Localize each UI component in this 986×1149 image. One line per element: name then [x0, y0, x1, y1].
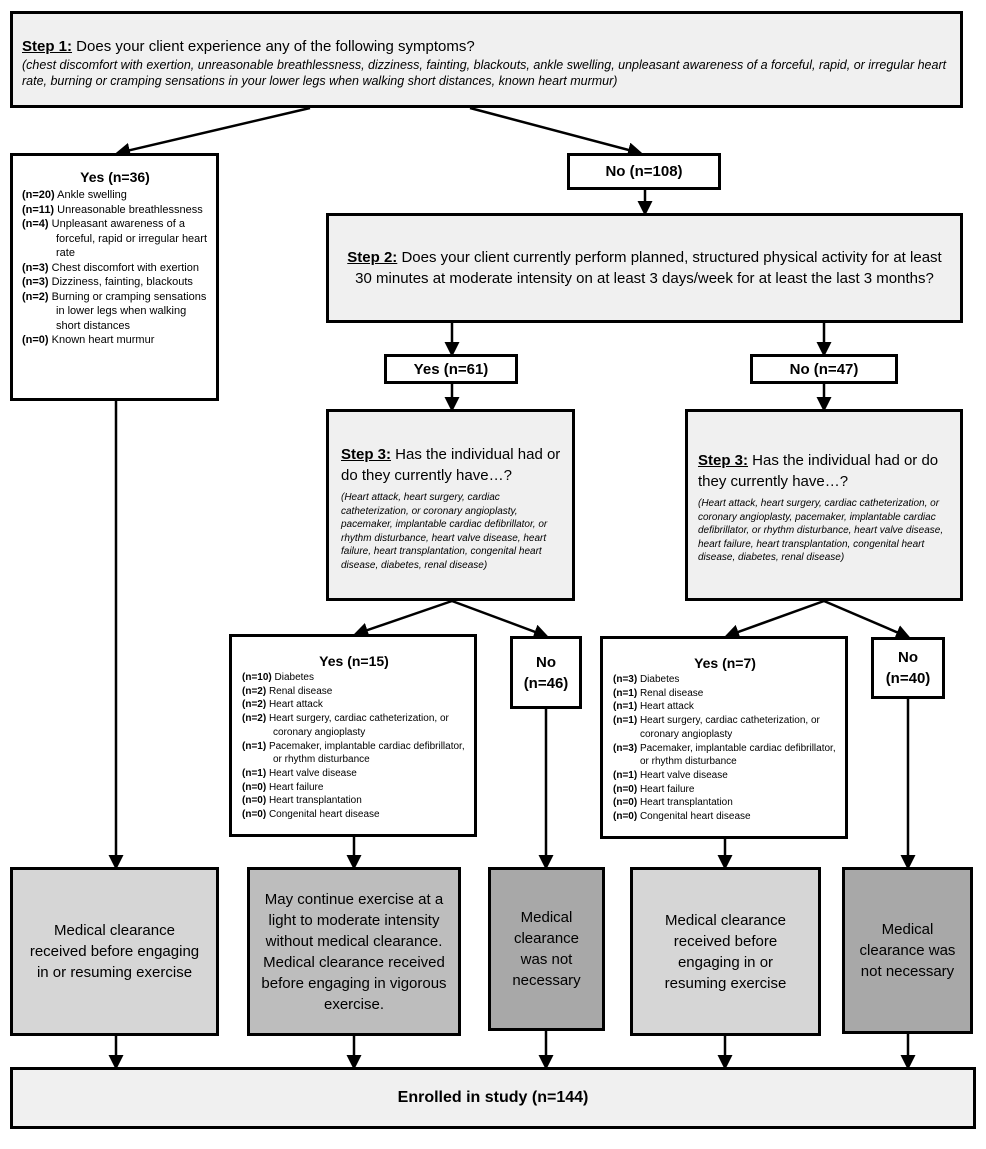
step2-box: Step 2: Does your client currently perfo… [326, 213, 963, 323]
enrolled-box: Enrolled in study (n=144) [10, 1067, 976, 1129]
yes15-title: Yes (n=15) [319, 653, 389, 669]
step3b-label: Step 3: [698, 452, 749, 469]
step3a-label: Step 3: [341, 446, 392, 463]
no40-box: No (n=40) [871, 637, 945, 699]
step2-question-block: Step 2: Does your client currently perfo… [347, 247, 942, 289]
yes7-item: (n=0) Heart transplantation [613, 797, 733, 809]
outcome-not-necessary-box-2: Medical clearance was not necessary [842, 867, 973, 1034]
step3a-question-line: Step 3: Has the individual had or do the… [341, 444, 562, 486]
yes15-item: (n=2) Heart surgery, cardiac catheteriza… [242, 713, 449, 738]
yes15-item: (n=2) Heart attack [242, 699, 323, 711]
yes7-box: Yes (n=7) (n=3) Diabetes (n=1) Renal dis… [600, 636, 848, 839]
no47-box: No (n=47) [750, 354, 898, 384]
arrow-step3b-no [823, 599, 911, 640]
yes61-box: Yes (n=61) [384, 354, 518, 384]
yes15-item: (n=1) Pacemaker, implantable cardiac def… [242, 740, 465, 766]
no47-title: No (n=47) [789, 360, 859, 378]
yes7-item: (n=1) Renal disease [613, 687, 704, 699]
yes36-item: (n=0) Known heart murmur [22, 334, 155, 346]
outcome-not-necessary-text-1: Medical clearance was not necessary [512, 909, 581, 989]
step3a-box: Step 3: Has the individual had or do the… [326, 409, 575, 601]
outcome-not-necessary-text-2: Medical clearance was not necessary [859, 921, 956, 980]
enrolled-title: Enrolled in study (n=144) [397, 1089, 589, 1106]
yes36-item: (n=3) Dizziness, fainting, blackouts [22, 276, 193, 288]
outcome-light-moderate-box: May continue exercise at a light to mode… [247, 867, 461, 1036]
outcome-clearance-box-1: Medical clearance received before engagi… [10, 867, 219, 1036]
yes36-title: Yes (n=36) [80, 169, 150, 185]
step2-question: Does your client currently perform plann… [355, 249, 942, 287]
no40-line2: (n=40) [885, 670, 931, 687]
yes7-item: (n=1) Heart valve disease [613, 769, 728, 781]
arrow-step3a-no [451, 599, 549, 639]
step3b-detail: (Heart attack, heart surgery, cardiac ca… [698, 498, 944, 563]
yes7-item: (n=3) Pacemaker, implantable cardiac def… [613, 742, 836, 768]
step2-label: Step 2: [347, 249, 398, 266]
yes36-box: Yes (n=36) (n=20) Ankle swelling (n=11) … [10, 153, 219, 401]
arrow-step1-yes [115, 106, 311, 158]
yes15-item: (n=1) Heart valve disease [242, 767, 357, 779]
yes15-list: (n=10) Diabetes (n=2) Renal disease (n=2… [242, 671, 466, 822]
yes36-item: (n=11) Unreasonable breathlessness [22, 203, 203, 216]
outcome-clearance-box-2: Medical clearance received before engagi… [630, 867, 821, 1036]
yes7-title: Yes (n=7) [694, 655, 756, 671]
yes15-item: (n=2) Renal disease [242, 685, 333, 697]
yes15-box: Yes (n=15) (n=10) Diabetes (n=2) Renal d… [229, 634, 477, 837]
step1-box: Step 1: Does your client experience any … [10, 11, 963, 108]
step1-question: Does your client experience any of the f… [72, 38, 475, 55]
yes15-item: (n=0) Heart transplantation [242, 795, 362, 807]
no46-box: No (n=46) [510, 636, 582, 709]
yes36-item: (n=3) Chest discomfort with exertion [22, 261, 199, 274]
yes15-item: (n=10) Diabetes [242, 672, 314, 683]
yes7-item: (n=0) Congenital heart disease [613, 811, 751, 823]
step3a-detail: (Heart attack, heart surgery, cardiac ca… [341, 492, 548, 571]
no46-line1: No [536, 653, 556, 671]
step1-detail: (chest discomfort with exertion, unreaso… [22, 58, 947, 88]
step1-label: Step 1: [22, 38, 73, 55]
outcome-clearance-text-2: Medical clearance received before engagi… [664, 911, 787, 992]
outcome-not-necessary-box-1: Medical clearance was not necessary [488, 867, 605, 1031]
yes36-item: (n=2) Burning or cramping sensations in … [22, 290, 207, 332]
yes36-list: (n=20) Ankle swelling (n=11) Unreasonabl… [22, 188, 208, 348]
yes15-item: (n=0) Heart failure [242, 781, 324, 793]
yes36-item: (n=20) Ankle swelling [22, 189, 127, 201]
arrow-step3a-yes [353, 599, 453, 638]
outcome-light-moderate-text: May continue exercise at a light to mode… [261, 890, 447, 1013]
yes36-item: (n=4) Unpleasant awareness of a forceful… [22, 218, 208, 259]
arrow-step1-no [469, 106, 643, 158]
step3a-question: Has the individual had or do they curren… [341, 446, 561, 484]
step3b-question-line: Step 3: Has the individual had or do the… [698, 450, 952, 492]
step1-question-line: Step 1: Does your client experience any … [22, 38, 951, 55]
yes15-item: (n=0) Congenital heart disease [242, 809, 380, 821]
no108-box: No (n=108) [567, 153, 721, 190]
no40-line1: No [898, 649, 918, 666]
yes61-title: Yes (n=61) [413, 360, 489, 378]
arrow-step3b-yes [724, 599, 825, 639]
yes7-item: (n=0) Heart failure [613, 783, 695, 795]
yes7-item: (n=1) Heart attack [613, 701, 694, 713]
step3b-question: Has the individual had or do they curren… [698, 452, 939, 490]
yes7-item: (n=1) Heart surgery, cardiac catheteriza… [613, 715, 820, 740]
step3b-box: Step 3: Has the individual had or do the… [685, 409, 963, 601]
no46-line2: (n=46) [523, 674, 569, 692]
no108-title: No (n=108) [605, 163, 683, 180]
yes7-list: (n=3) Diabetes (n=1) Renal disease (n=1)… [613, 673, 837, 824]
outcome-clearance-text-1: Medical clearance received before engagi… [29, 922, 200, 981]
yes7-item: (n=3) Diabetes [613, 674, 680, 685]
